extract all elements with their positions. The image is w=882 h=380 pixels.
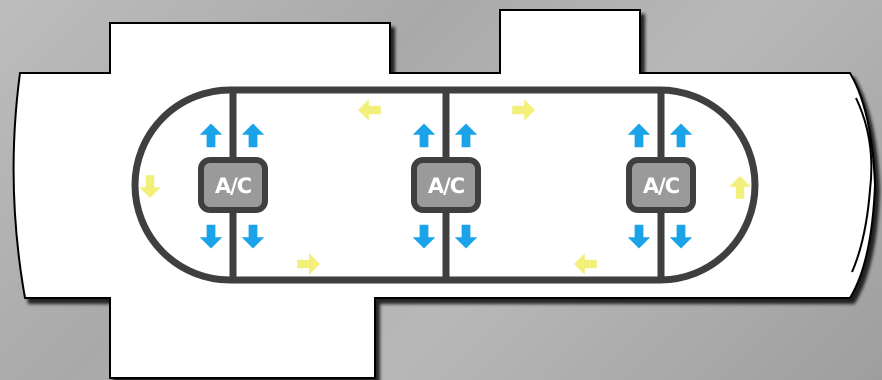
- cool-air-arrow-down: [627, 224, 651, 249]
- ac-unit-right: A/C: [626, 157, 696, 213]
- cool-air-arrow-up: [199, 123, 223, 148]
- ac-unit-left: A/C: [198, 157, 268, 213]
- ac-unit-label: A/C: [215, 174, 252, 198]
- cool-air-arrow-up: [669, 123, 693, 148]
- cool-air-arrow-down: [412, 224, 436, 249]
- circulation-arrow-right: [512, 99, 535, 121]
- cool-air-arrow-down: [241, 224, 265, 249]
- ac-unit-label: A/C: [428, 174, 465, 198]
- circulation-arrow-left: [574, 253, 597, 275]
- building-end-curve: [851, 97, 873, 273]
- cool-air-arrows: [199, 123, 693, 249]
- circulation-arrow-right: [297, 253, 320, 275]
- ac-unit-label: A/C: [643, 174, 680, 198]
- cool-air-arrow-up: [627, 123, 651, 148]
- circulation-arrow-down: [139, 175, 161, 198]
- circulation-arrow-up: [729, 176, 751, 199]
- circulation-arrows: [139, 99, 751, 275]
- cool-air-arrow-up: [454, 123, 478, 148]
- cool-air-arrow-up: [241, 123, 265, 148]
- cool-air-arrow-down: [454, 224, 478, 249]
- circulation-arrow-left: [358, 99, 381, 121]
- cool-air-arrow-down: [199, 224, 223, 249]
- ac-unit-center: A/C: [411, 157, 481, 213]
- cool-air-arrow-up: [412, 123, 436, 148]
- cool-air-arrow-down: [669, 224, 693, 249]
